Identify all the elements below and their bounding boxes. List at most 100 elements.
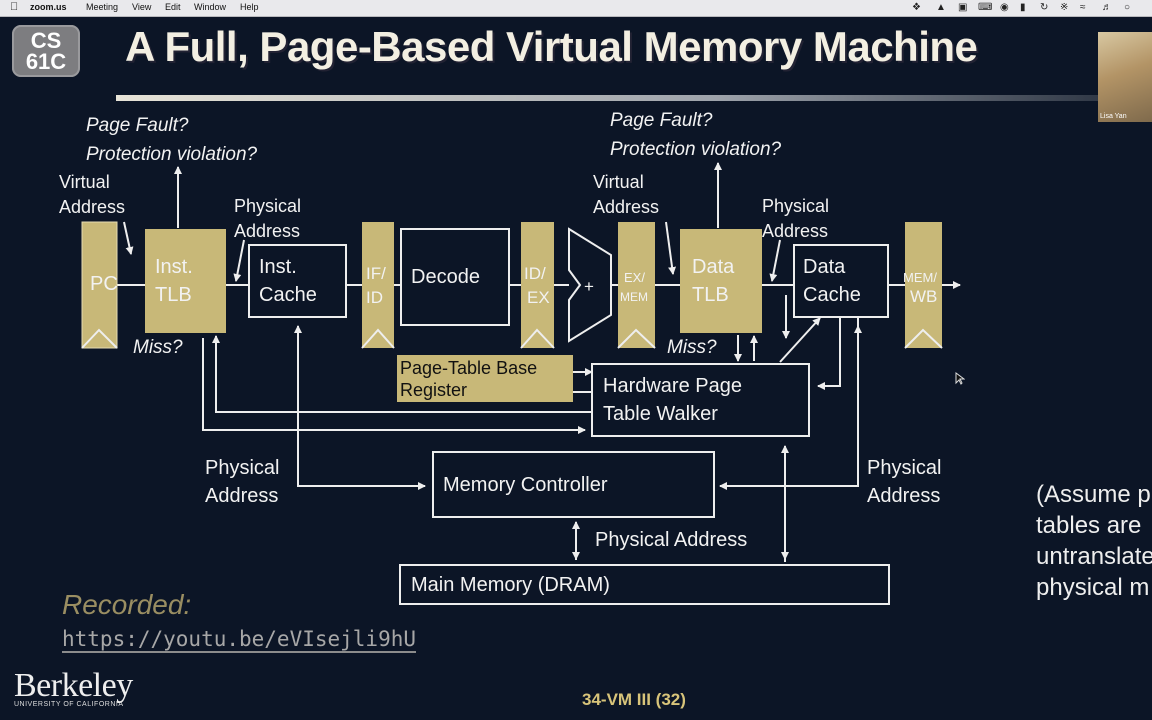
- menu-meeting[interactable]: Meeting: [86, 2, 119, 12]
- pointer-virtual-1: [123, 221, 134, 255]
- vm-pipeline-diagram: [81, 162, 961, 605]
- menu-window[interactable]: Window: [194, 2, 227, 12]
- pointer-physical-1: [233, 239, 245, 282]
- notes-icon[interactable]: ▣: [958, 2, 968, 13]
- battery-icon[interactable]: ▮: [1020, 2, 1026, 13]
- memory-controller-box: [432, 451, 715, 518]
- volume-icon[interactable]: ♬: [1102, 2, 1112, 13]
- main-memory-label: Main Memory (DRAM): [411, 574, 610, 596]
- mem-wb-label-2: WB: [910, 287, 938, 306]
- video-thumbnail[interactable]: Lisa Yan: [1098, 32, 1152, 122]
- label-address-v1: Address: [59, 197, 126, 217]
- logo-line-1: CS: [30, 28, 62, 53]
- wire-walker-dcache: [779, 317, 821, 363]
- ptbr-box: [397, 355, 573, 402]
- dropbox-icon[interactable]: ❖: [912, 2, 921, 13]
- decode-box: [400, 228, 510, 326]
- berkeley-subtitle: UNIVERSITY OF CALIFORNIA: [14, 701, 124, 708]
- menu-edit[interactable]: Edit: [165, 2, 181, 12]
- logo-line-2: 61C: [25, 49, 67, 74]
- main-memory-box: [399, 564, 890, 605]
- keyboard-icon[interactable]: ⌨: [978, 2, 993, 13]
- id-ex-register: [521, 222, 554, 348]
- inst-tlb-box: [145, 229, 226, 333]
- recording-link[interactable]: https://youtu.be/eVIsejli9hU: [62, 627, 417, 653]
- assume-line-1: (Assume p: [1036, 481, 1151, 508]
- mem-wb-register: [905, 222, 942, 348]
- data-cache-label-1: Data: [803, 256, 846, 278]
- label-address-p3: Address: [205, 485, 279, 507]
- bluetooth-icon[interactable]: ※: [1060, 2, 1069, 13]
- decode-label: Decode: [411, 266, 480, 288]
- assume-line-4: physical m: [1036, 574, 1150, 601]
- berkeley-logo: Berkeley: [14, 667, 133, 704]
- lecture-slide: CS 61C A Full, Page-Based Virtual Memory…: [0, 17, 1152, 720]
- label-miss-2: Miss?: [667, 337, 717, 358]
- if-id-label-1: IF/: [366, 264, 386, 283]
- walker-label-2: Table Walker: [603, 403, 718, 425]
- cs61c-logo: CS 61C: [12, 25, 80, 77]
- label-address-p4: Address: [867, 485, 941, 507]
- label-virtual-2: Virtual: [593, 172, 644, 192]
- id-ex-label-2: EX: [527, 288, 550, 307]
- label-physical-address-5: Physical Address: [595, 529, 748, 551]
- assume-note: (Assume p tables are untranslate physica…: [1036, 479, 1152, 603]
- spotlight-icon[interactable]: ○: [1124, 2, 1131, 13]
- walker-label-1: Hardware Page: [603, 375, 742, 397]
- label-virtual-1: Virtual: [59, 172, 110, 192]
- recorded-label: Recorded:: [62, 589, 192, 620]
- label-physical-4: Physical: [867, 457, 942, 479]
- assume-line-2: tables are: [1036, 512, 1142, 539]
- data-cache-box: [793, 244, 889, 318]
- memory-controller-label: Memory Controller: [443, 474, 608, 496]
- inst-cache-box: [248, 244, 347, 318]
- wire-dcache-memctrl: [719, 318, 859, 490]
- label-physical-2: Physical: [762, 196, 830, 216]
- slide-title: A Full, Page-Based Virtual Memory Machin…: [125, 23, 978, 70]
- label-miss-1: Miss?: [133, 337, 183, 358]
- alu-shape: [568, 227, 612, 343]
- label-protection-2: Protection violation?: [610, 139, 782, 160]
- menu-help[interactable]: Help: [240, 2, 259, 12]
- label-protection-1: Protection violation?: [86, 144, 258, 165]
- apple-icon[interactable]: : [10, 1, 18, 13]
- alu-label: +: [584, 277, 594, 296]
- data-tlb-label-1: Data: [692, 256, 735, 278]
- ex-mem-label-1: EX/: [624, 270, 645, 285]
- if-id-register: [362, 222, 394, 348]
- label-page-fault-1: Page Fault?: [86, 115, 189, 136]
- pointer-virtual-2: [665, 221, 677, 275]
- data-tlb-label-2: TLB: [692, 284, 729, 306]
- menu-bar:  zoom.us Meeting View Edit Window Help …: [0, 0, 1152, 17]
- data-tlb-box: [680, 229, 762, 333]
- wire-itlb-walker: [202, 338, 586, 434]
- mouse-cursor-icon: [955, 372, 965, 385]
- data-cache-label-2: Cache: [803, 284, 861, 306]
- inst-cache-label-1: Inst.: [259, 256, 297, 278]
- wifi-icon[interactable]: ≈: [1080, 2, 1086, 13]
- if-id-label-2: ID: [366, 288, 383, 307]
- sync-icon[interactable]: ↻: [1040, 2, 1049, 13]
- label-physical-1: Physical: [234, 196, 302, 216]
- assume-line-3: untranslate: [1036, 543, 1152, 570]
- menu-app-name[interactable]: zoom.us: [30, 2, 67, 12]
- video-participant-name: Lisa Yan: [1100, 113, 1127, 120]
- walker-box: [591, 363, 810, 437]
- label-page-fault-2: Page Fault?: [610, 110, 713, 131]
- title-underline: [116, 95, 1116, 101]
- backup-icon[interactable]: ▲: [936, 2, 946, 13]
- label-address-p2: Address: [762, 221, 829, 241]
- ex-mem-register: [618, 222, 655, 348]
- zoom-icon[interactable]: ◉: [1000, 2, 1009, 13]
- inst-tlb-label-1: Inst.: [155, 256, 193, 278]
- pc-label: PC: [90, 273, 118, 295]
- menu-view[interactable]: View: [132, 2, 152, 12]
- pointer-physical-2: [769, 239, 781, 282]
- label-address-p1: Address: [234, 221, 301, 241]
- pc-register: [81, 221, 118, 349]
- mem-wb-label-1: MEM/: [903, 270, 937, 285]
- ex-mem-label-2: MEM: [620, 290, 648, 304]
- inst-tlb-label-2: TLB: [155, 284, 192, 306]
- label-physical-3: Physical: [205, 457, 280, 479]
- ptbr-label-2: Register: [400, 380, 468, 400]
